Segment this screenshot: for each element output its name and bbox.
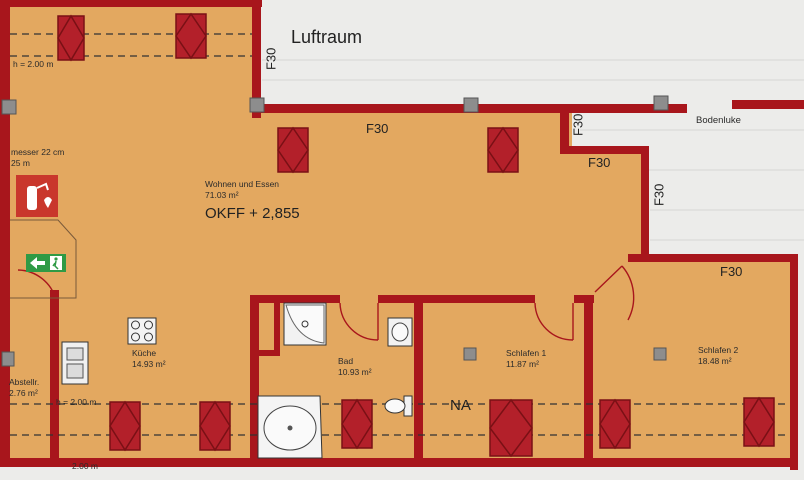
room-schlafen1-name: Schlafen 1	[506, 348, 547, 358]
room-kueche-name: Küche	[132, 348, 157, 358]
label-f30-small-vertical: F30	[570, 113, 586, 137]
floor-area	[0, 0, 790, 465]
room-wohnen-level: OKFF + 2,855	[205, 205, 300, 222]
room-kueche-area: 14.93 m²	[132, 359, 166, 369]
room-wohnen-name: Wohnen und Essen	[205, 179, 280, 189]
fire-extinguisher-icon	[16, 175, 58, 217]
room-abstell-name: Abstellr.	[9, 377, 40, 387]
label-f30-left: F30	[366, 121, 389, 136]
room-schlafen2-area: 18.48 m²	[698, 356, 732, 366]
bathtub-icon	[257, 395, 323, 459]
skylight-icon	[487, 126, 519, 174]
label-luftraum: Luftraum	[291, 27, 363, 47]
skylight-icon	[175, 12, 207, 60]
skylight-icon	[341, 398, 373, 450]
skylight-icon	[743, 396, 775, 448]
label-bodenluke: Bodenluke	[696, 115, 741, 126]
label-height-bottom: h = 2.00 m	[56, 397, 97, 407]
sink-icon	[61, 341, 89, 385]
washbasin-icon	[387, 317, 413, 347]
label-height-bottom-edge: 2.00 m	[72, 461, 98, 471]
label-diameter: messer 22 cm	[11, 147, 65, 157]
room-abstell-area: 2.76 m²	[9, 388, 38, 398]
paper-texture	[262, 59, 804, 241]
label-diameter-sub: 25 m	[11, 158, 30, 168]
label-f30-step: F30	[588, 155, 611, 170]
walls	[0, 0, 804, 470]
skylight-icon	[109, 400, 141, 452]
shower-icon	[283, 302, 327, 346]
skylight-icon	[599, 398, 631, 450]
skylight-icon	[489, 398, 533, 458]
door-swings	[17, 265, 635, 341]
label-f30-top-vertical: F30	[263, 47, 279, 71]
columns	[1, 95, 669, 367]
room-bad-name: Bad	[338, 356, 354, 366]
stove-icon	[127, 317, 157, 345]
skylight-icon	[277, 126, 309, 174]
room-bad-area: 10.93 m²	[338, 367, 372, 377]
room-schlafen2-name: Schlafen 2	[698, 345, 739, 355]
label-f30-right: F30	[720, 264, 743, 279]
room-wohnen-area: 71.03 m²	[205, 190, 239, 200]
label-f30-right-vertical: F30	[651, 183, 667, 207]
skylights	[57, 12, 775, 458]
label-na: NA	[450, 397, 471, 414]
toilet-icon	[384, 395, 413, 417]
skylight-icon	[57, 14, 85, 62]
skylight-icon	[199, 400, 231, 452]
landing-outline	[10, 219, 77, 299]
room-schlafen1-area: 11.87 m²	[506, 359, 539, 369]
label-height-top: h = 2.00 m	[13, 59, 54, 69]
emergency-exit-icon	[26, 254, 66, 272]
